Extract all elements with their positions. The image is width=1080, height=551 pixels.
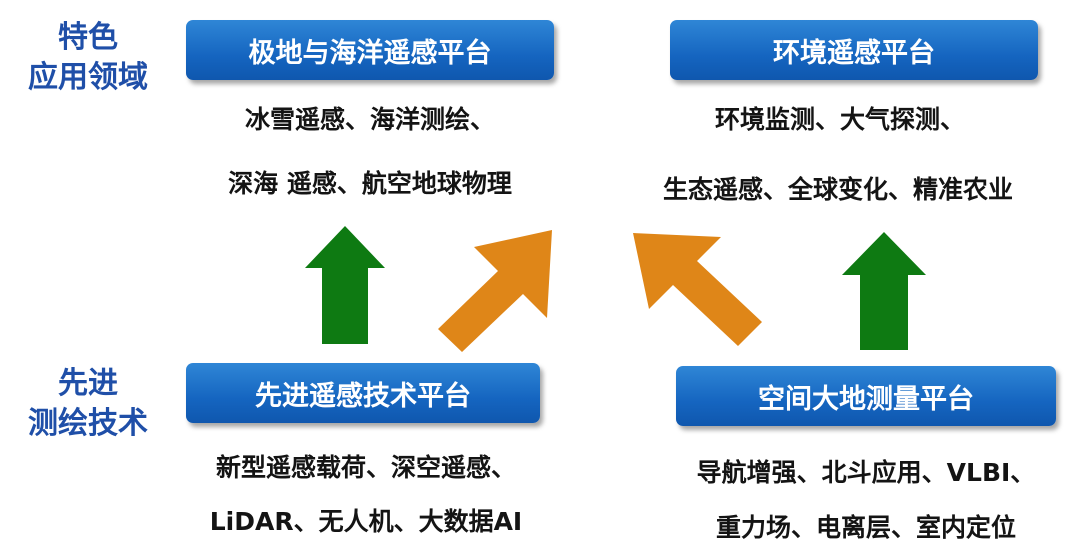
advanced-rs-desc-line1: 新型遥感载荷、深空遥感、 — [215, 453, 516, 482]
geodesy-desc-line1: 导航增强、北斗应用、VLBI、 — [696, 458, 1036, 487]
geodesy-platform-title: 空间大地测量平台 — [758, 383, 974, 415]
green-up-arrow-left — [305, 226, 385, 344]
polar-ocean-platform-box: 极地与海洋遥感平台 — [186, 20, 554, 80]
featured-applications-label: 特色 应用领域 — [8, 18, 168, 98]
featured-label-line1: 特色 — [58, 20, 118, 55]
advanced-label-line2: 测绘技术 — [28, 406, 148, 441]
orange-diagonal-arrow-left — [438, 230, 552, 352]
advanced-rs-platform-box: 先进遥感技术平台 — [186, 363, 540, 423]
environment-desc-line2: 生态遥感、全球变化、精准农业 — [662, 175, 1013, 204]
polar-ocean-desc-line2: 深海 遥感、航空地球物理 — [228, 169, 512, 198]
geodesy-desc-line2: 重力场、电离层、室内定位 — [715, 513, 1016, 542]
advanced-rs-desc-line2: LiDAR、无人机、大数据AI — [209, 507, 523, 536]
environment-platform-box: 环境遥感平台 — [670, 20, 1038, 80]
advanced-label-line1: 先进 — [58, 366, 118, 401]
polar-ocean-platform-title: 极地与海洋遥感平台 — [248, 37, 492, 69]
geodesy-platform-box: 空间大地测量平台 — [676, 366, 1056, 426]
polar-ocean-desc-line1: 冰雪遥感、海洋测绘、 — [244, 105, 495, 134]
featured-label-line2: 应用领域 — [28, 60, 148, 95]
environment-desc-line1: 环境监测、大气探测、 — [714, 105, 965, 134]
advanced-techniques-label: 先进 测绘技术 — [8, 364, 168, 444]
orange-diagonal-arrow-right — [633, 233, 762, 346]
green-up-arrow-right — [842, 232, 926, 350]
advanced-rs-platform-title: 先进遥感技术平台 — [255, 380, 471, 412]
environment-platform-title: 环境遥感平台 — [773, 37, 935, 69]
